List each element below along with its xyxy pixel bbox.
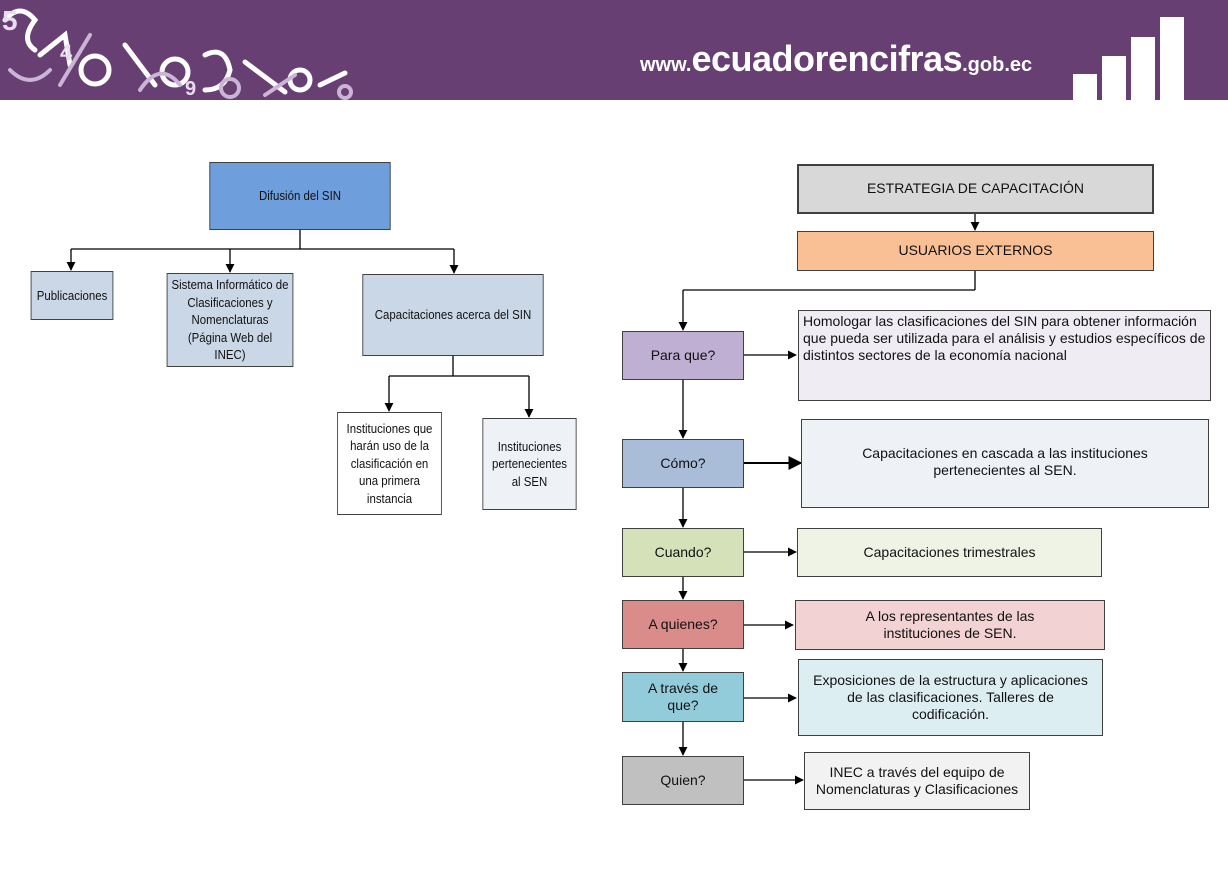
answer-para-que: Homologar las clasificaciones del SIN pa… [798, 310, 1211, 401]
bar-chart-logo-icon [1073, 17, 1184, 100]
answer-a-quienes: A los representantes de las institucione… [795, 600, 1105, 650]
header-banner: 5 4 9 www.ecuadorencifras.gob.ec [0, 0, 1228, 100]
strategy-title: ESTRATEGIA DE CAPACITACIÓN [797, 164, 1154, 214]
question-quien: Quien? [622, 756, 744, 805]
question-a-quienes: A quienes? [622, 600, 744, 649]
numbers-decoration: 5 4 9 [2, 5, 353, 100]
child-node-sistema-informatico: Sistema Informático de Clasificaciones y… [166, 273, 294, 367]
external-users-box: USUARIOS EXTERNOS [797, 231, 1154, 271]
question-como: Cómo? [622, 439, 744, 488]
question-cuando: Cuando? [622, 528, 744, 577]
site-main: ecuadorencifras [691, 38, 963, 79]
svg-text:5: 5 [2, 5, 18, 36]
grandchild-node-instituciones-uso: Instituciones que harán uso de la clasif… [337, 412, 442, 515]
answer-a-traves-de-que: Exposiciones de la estructura y aplicaci… [798, 659, 1103, 736]
child-node-publicaciones: Publicaciones [30, 271, 114, 320]
question-para-que: Para que? [622, 331, 744, 380]
site-suffix: .gob.ec [962, 54, 1033, 76]
svg-text:9: 9 [185, 78, 196, 100]
root-node: Difusión del SIN [209, 162, 391, 230]
site-url[interactable]: www.ecuadorencifras.gob.ec [640, 38, 1032, 80]
svg-text:4: 4 [60, 40, 73, 65]
answer-como: Capacitaciones en cascada a las instituc… [801, 419, 1209, 508]
question-a-traves-de-que: A través de que? [622, 672, 744, 722]
child-node-capacitaciones: Capacitaciones acerca del SIN [362, 274, 544, 356]
answer-cuando: Capacitaciones trimestrales [797, 528, 1102, 577]
answer-quien: INEC a través del equipo de Nomenclatura… [804, 752, 1030, 810]
grandchild-node-instituciones-sen: Instituciones pertenecientes al SEN [482, 418, 577, 510]
site-prefix: www. [640, 54, 692, 76]
